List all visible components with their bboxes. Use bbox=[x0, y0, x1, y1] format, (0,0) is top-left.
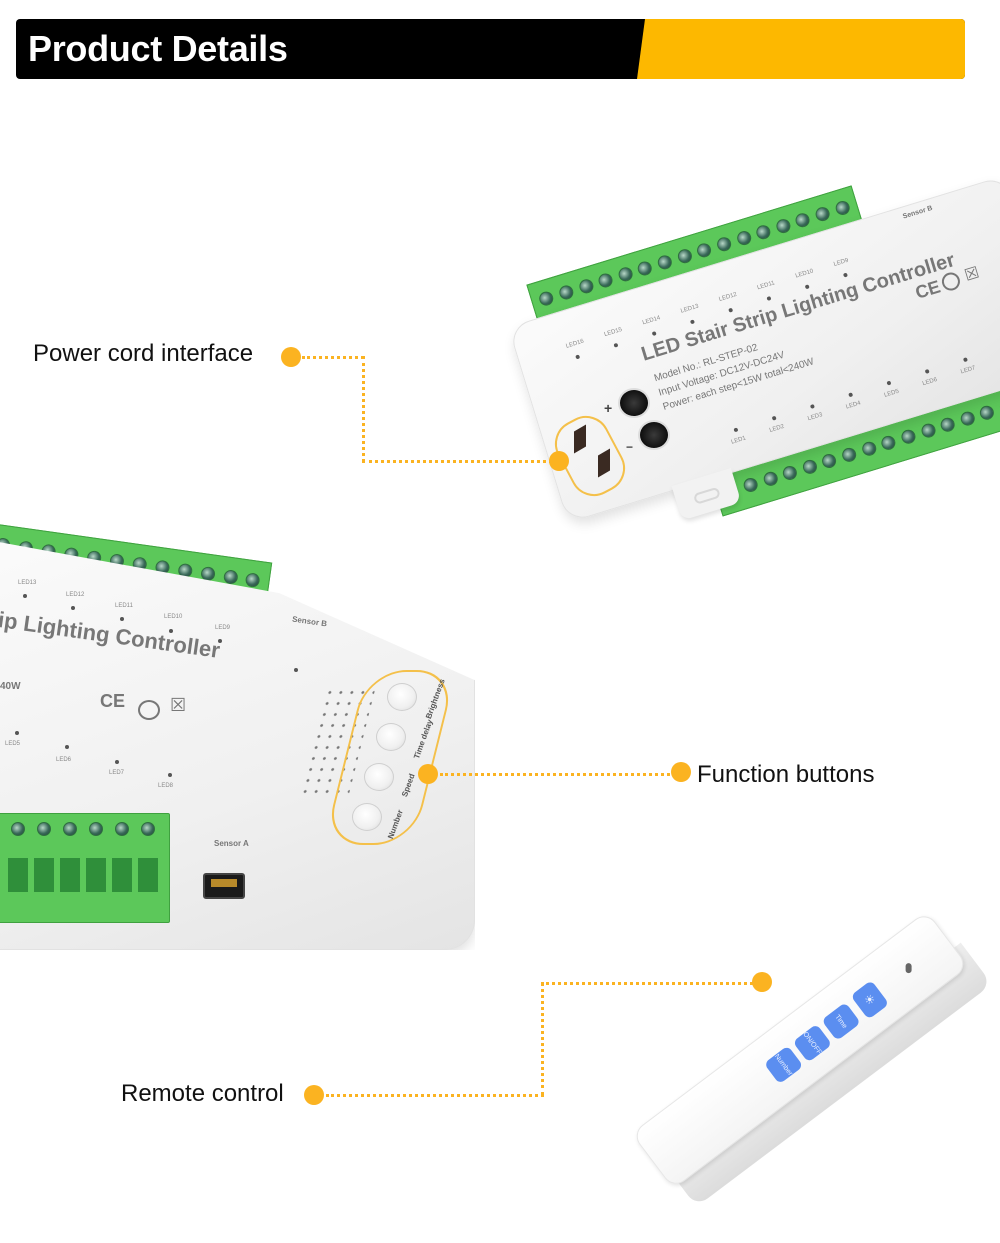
rohs-icon bbox=[138, 700, 160, 720]
speed-button[interactable] bbox=[364, 763, 394, 791]
terminal-block-bottom bbox=[0, 813, 170, 923]
power-rating-fragment: 40W bbox=[0, 681, 21, 692]
callout-function-buttons-label: Function buttons bbox=[697, 761, 875, 788]
callout-connector bbox=[362, 356, 365, 462]
controller-top-view: LED Stair Strip Lighting Controller Mode… bbox=[507, 110, 1000, 620]
section-header-banner: Product Details bbox=[16, 19, 965, 79]
minus-sign: − bbox=[626, 440, 634, 454]
callout-power-cord-label: Power cord interface bbox=[33, 340, 254, 367]
time-delay-button[interactable] bbox=[376, 723, 406, 751]
callout-connector bbox=[326, 1094, 544, 1097]
led-label: LED13 bbox=[18, 580, 37, 586]
led-label: LED8 bbox=[158, 783, 174, 789]
power-terminal-positive bbox=[618, 388, 650, 418]
remote-control: Number ON/OFF Time ☀ bbox=[600, 860, 993, 1240]
number-button[interactable] bbox=[352, 803, 382, 831]
led-label: LED9 bbox=[215, 625, 231, 631]
page-title: Product Details bbox=[28, 28, 288, 69]
led-label: LED5 bbox=[5, 741, 21, 747]
plus-sign: + bbox=[604, 400, 613, 416]
controller-side-view: ip Lighting Controller 40W CE ☒ Sensor B… bbox=[0, 495, 480, 965]
callout-dot bbox=[304, 1085, 324, 1105]
weee-bin-icon: ☒ bbox=[170, 695, 187, 715]
led-label: LED11 bbox=[115, 603, 133, 609]
callout-connector bbox=[302, 356, 364, 359]
header-accent-stripe bbox=[637, 19, 965, 79]
sensor-a-label: Sensor A bbox=[214, 839, 249, 848]
callout-dot bbox=[281, 347, 301, 367]
power-terminal-negative bbox=[638, 420, 670, 450]
cert-marks: CE bbox=[100, 691, 126, 711]
remote-indicator-led bbox=[905, 963, 912, 974]
callout-connector bbox=[362, 460, 552, 463]
callout-dot bbox=[549, 451, 569, 471]
callout-dot bbox=[752, 972, 772, 992]
led-label: LED6 bbox=[56, 757, 72, 763]
callout-connector bbox=[541, 982, 544, 1096]
brightness-button[interactable] bbox=[387, 683, 417, 711]
callout-dot bbox=[418, 764, 438, 784]
callout-dot bbox=[671, 762, 691, 782]
led-label: LED10 bbox=[164, 614, 183, 620]
callout-connector bbox=[440, 773, 670, 776]
callout-remote-label: Remote control bbox=[121, 1080, 284, 1107]
callout-connector bbox=[541, 982, 753, 985]
led-label: LED7 bbox=[109, 770, 125, 776]
led-label: LED12 bbox=[66, 592, 85, 598]
sensor-a-port[interactable] bbox=[203, 873, 245, 899]
